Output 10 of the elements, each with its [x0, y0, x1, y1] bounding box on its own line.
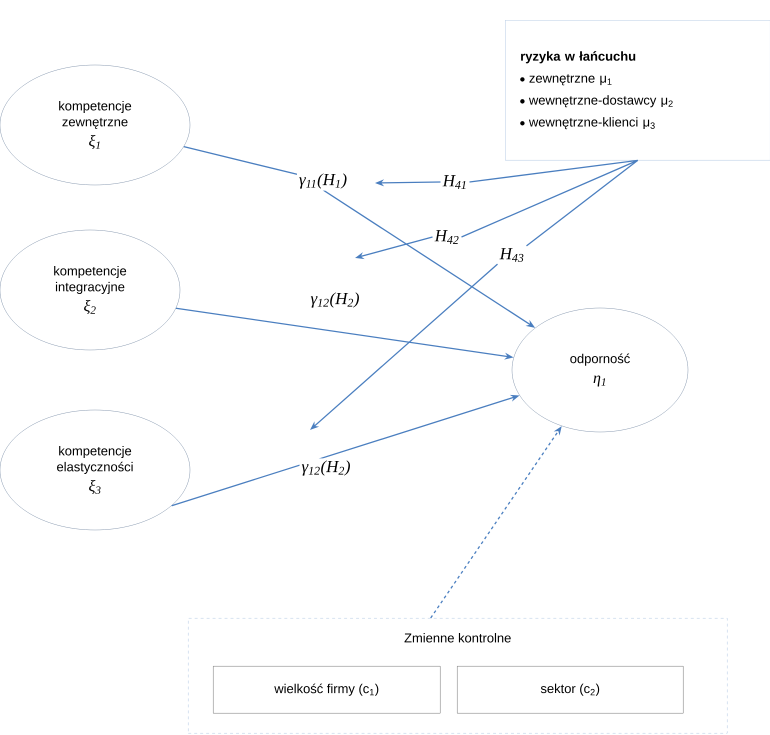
hypothesis-label: H$_{43}$	[500, 248, 524, 262]
edge-label: γ$_{12}$(H$_{2}$)	[300, 458, 352, 478]
hypothesis-label: H$_{42}$	[434, 230, 459, 244]
edge-label: γ$_{12}$(H$_{2}$)	[308, 290, 362, 310]
variable-box: sektor (c$_{2}$)	[457, 666, 684, 714]
edge-label: γ$_{11}$(H$_{1}$)	[296, 171, 350, 191]
legend-box: ryzyka w łańcuchu zewnętrzne μ$_{1}$ wewnętrzne-dostawcy μ$_{2}$ wewnętrzne-klienci μ$_{3}$	[505, 20, 770, 160]
hypothesis-label: H$_{41}$	[442, 175, 466, 189]
variable-box: wielkość firmy (c$_{1}$)	[213, 666, 440, 714]
ellipse-node: odporność η$_{1}$	[512, 308, 688, 432]
